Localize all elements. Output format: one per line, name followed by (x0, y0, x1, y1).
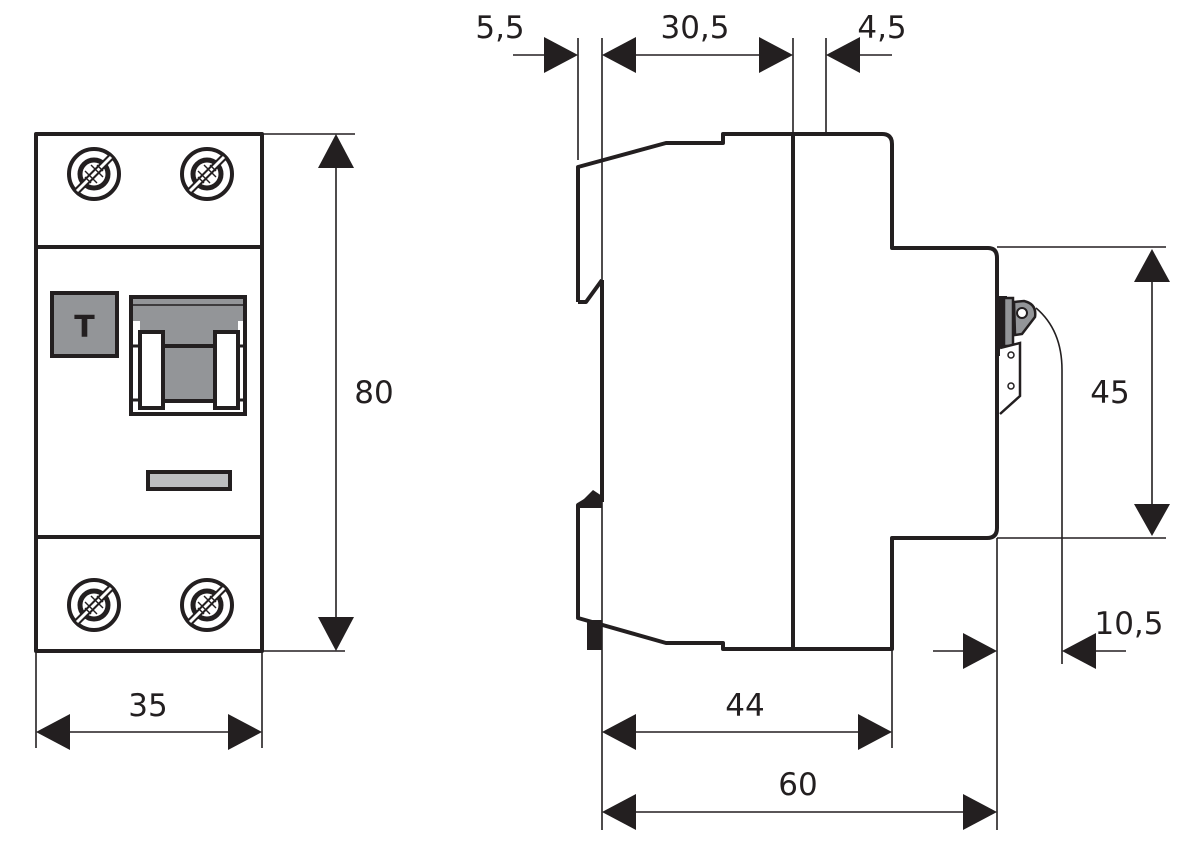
arrow-left-icon (602, 714, 636, 750)
dimension-label-front-depth: 30,5 (660, 10, 729, 46)
dimension-label-step: 4,5 (857, 10, 906, 46)
toggle-lever (129, 295, 247, 416)
din-clip-bottom (587, 620, 602, 650)
side-housing-outline (576, 132, 999, 651)
din-clip-top (578, 490, 602, 508)
toggle-dimension: 10,5 (933, 538, 1164, 830)
side-view: 5,5 30,5 4,5 45 10,5 (475, 10, 1170, 830)
dimension-label-height: 80 (354, 375, 393, 411)
arrow-right-icon (544, 37, 578, 73)
arrow-down-icon (1134, 504, 1170, 536)
dimension-label-toggle: 10,5 (1094, 606, 1163, 642)
dimension-label-rail-clip: 5,5 (475, 10, 524, 46)
arrow-right-icon (963, 794, 997, 830)
test-button-label: T (74, 310, 95, 345)
height-dimension: 80 (262, 133, 394, 652)
toggle-side (999, 296, 1063, 664)
dimension-label-body-depth: 44 (725, 688, 764, 724)
arrow-right-icon (228, 714, 262, 750)
front-view: T 80 (34, 132, 394, 750)
status-indicator-window (146, 470, 232, 491)
terminal-screw-icon (182, 149, 232, 199)
terminal-screw-icon (69, 580, 119, 630)
arrow-left-icon (826, 37, 860, 73)
cover-height-dimension: 45 (997, 246, 1170, 539)
bottom-dimensions: 44 60 (601, 502, 997, 830)
dimension-label-width: 35 (128, 688, 167, 724)
arrow-right-icon (963, 633, 997, 669)
arrow-left-icon (36, 714, 70, 750)
width-dimension: 35 (35, 651, 263, 750)
arrow-up-icon (318, 134, 354, 168)
test-button (50, 291, 119, 358)
arrow-right-icon (759, 37, 793, 73)
front-housing (34, 132, 264, 653)
top-dimensions: 5,5 30,5 4,5 (475, 10, 907, 280)
arrow-down-icon (318, 617, 354, 651)
arrow-up-icon (1134, 249, 1170, 282)
dimension-label-cover-height: 45 (1090, 375, 1129, 411)
terminal-screw-icon (182, 580, 232, 630)
arrow-left-icon (602, 37, 636, 73)
arrow-left-icon (602, 794, 636, 830)
terminal-screw-icon (69, 149, 119, 199)
arrow-right-icon (858, 714, 892, 750)
arrow-left-icon (1062, 633, 1096, 669)
dimension-label-total-depth: 60 (778, 767, 817, 803)
